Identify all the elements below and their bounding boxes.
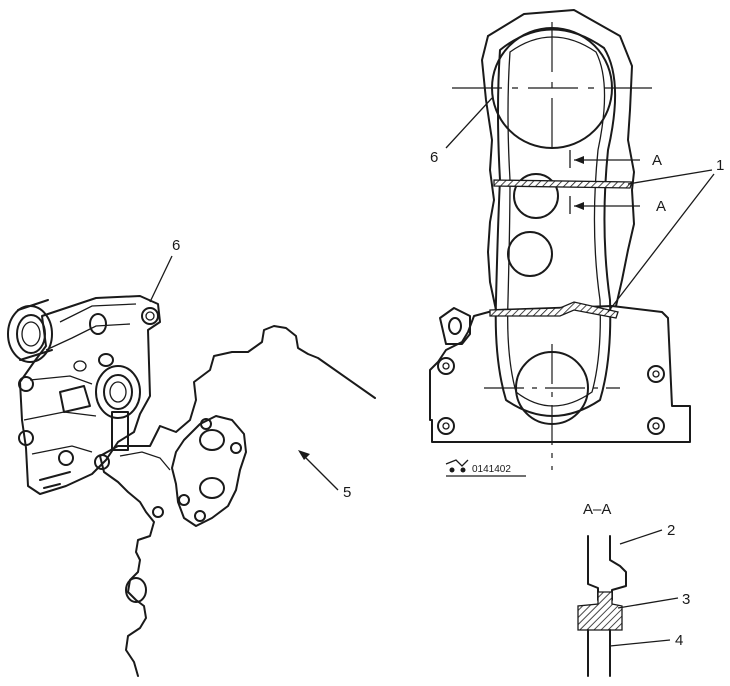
callout-3-label: 3 [682,591,690,608]
callout-4-label: 4 [675,632,683,649]
callout-1-label: 1 [716,157,724,174]
callout-6-right-label: 6 [430,149,438,166]
callout-1: 1 [607,157,724,313]
seal-strip-lower [489,301,619,319]
section-arrow-lower: A [569,196,666,215]
cover-body [19,295,161,495]
idler-pulley [507,231,553,277]
timing-belt [494,28,617,417]
figure-code: 0141402 [445,459,526,477]
section-arrow-upper: A [569,150,662,169]
seal-strip-upper [493,179,633,189]
section-arrow-upper-label: A [652,152,662,169]
gasket-outline [99,325,376,677]
section-view-a-a: A–A 2 3 4 [577,501,690,677]
callout-6-left: 6 [149,237,180,303]
callout-5: 5 [298,450,351,501]
callout-6-right: 6 [430,97,493,166]
callout-5-label: 5 [343,484,351,501]
oil-seal [7,299,53,363]
tensioner-roller [513,173,559,219]
upper-cover-outline [487,9,635,307]
section-arrow-lower-label: A [656,198,666,215]
timing-belt-view: A A 1 6 0141402 [429,9,724,477]
front-cover-assembly [7,295,161,495]
section-title: A–A [583,501,611,518]
figure-code-label: 0141402 [472,464,511,475]
section-seal [577,591,623,631]
callout-6-left-label: 6 [172,237,180,254]
callout-2-label: 2 [667,522,675,539]
